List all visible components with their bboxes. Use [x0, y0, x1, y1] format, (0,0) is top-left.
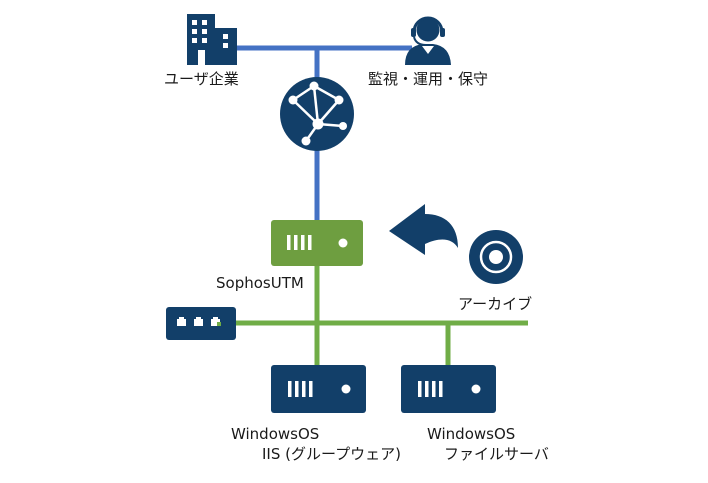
connections — [236, 45, 528, 368]
file-os-label: WindowsOS — [427, 425, 516, 443]
building-icon — [187, 14, 237, 65]
support-label: 監視・運用・保守 — [368, 70, 489, 88]
network-switch-icon — [166, 307, 236, 340]
disc-icon — [469, 230, 523, 284]
company-label: ユーザ企業 — [164, 70, 239, 88]
curved-arrow-icon — [389, 204, 458, 255]
archive-label: アーカイブ — [458, 295, 533, 313]
file-server-icon — [401, 365, 496, 413]
globe-network-icon — [280, 77, 354, 151]
iis-server-icon — [271, 365, 366, 413]
utm-server-icon — [271, 220, 363, 266]
utm-label: SophosUTM — [216, 274, 304, 292]
iis-os-label: WindowsOS — [231, 425, 320, 443]
iis-role-label: IIS (グループウェア) — [262, 445, 401, 463]
file-role-label: ファイルサーバ — [444, 445, 549, 463]
headset-operator-icon — [405, 16, 451, 65]
